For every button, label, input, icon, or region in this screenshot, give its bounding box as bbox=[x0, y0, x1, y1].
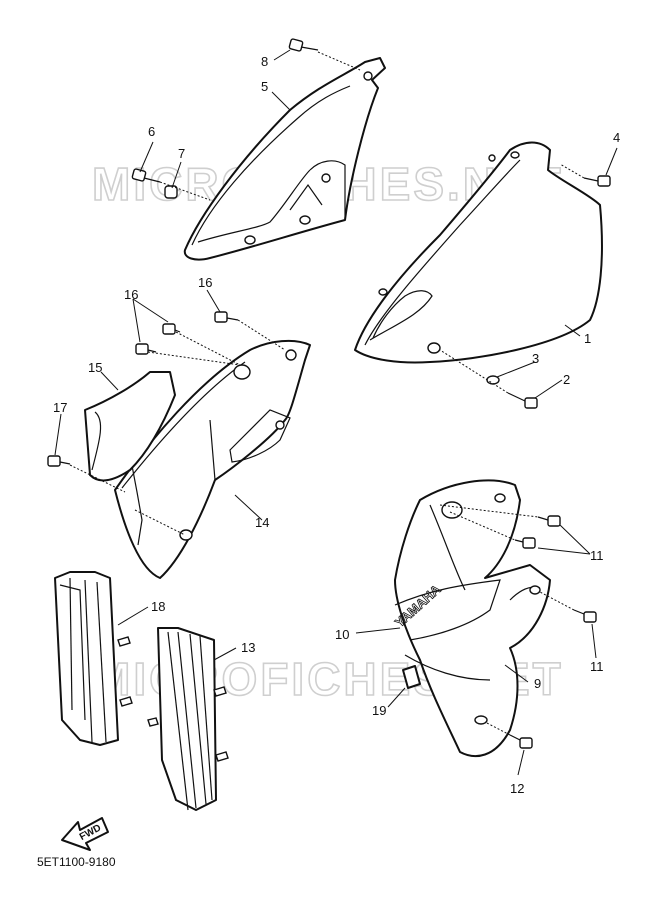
part-14-radiator-shroud-left bbox=[114, 339, 311, 579]
part-16-bolt-a bbox=[162, 323, 181, 335]
callout-1: 1 bbox=[584, 331, 591, 346]
part-16-bolt-c bbox=[214, 311, 239, 323]
part-8-bolt bbox=[288, 38, 319, 52]
callout-16b: 16 bbox=[198, 275, 212, 290]
callout-16a: 16 bbox=[124, 287, 138, 302]
part-5-side-cover-left bbox=[183, 57, 386, 261]
callout-2: 2 bbox=[563, 372, 570, 387]
callout-6: 6 bbox=[148, 124, 155, 139]
callout-4: 4 bbox=[613, 130, 620, 145]
part-7-collar bbox=[164, 185, 178, 199]
callout-5: 5 bbox=[261, 79, 268, 94]
part-12-bolt bbox=[509, 734, 533, 749]
part-1-side-cover-right bbox=[354, 141, 603, 364]
diagram-code: 5ET1100-9180 bbox=[37, 855, 116, 869]
part-17-bolt bbox=[47, 455, 71, 467]
callout-12: 12 bbox=[510, 781, 524, 796]
part-4-bolt bbox=[583, 175, 611, 187]
part-11-bolt-b bbox=[514, 537, 536, 549]
callout-15: 15 bbox=[88, 360, 102, 375]
part-2-bolt bbox=[507, 392, 538, 409]
leader-lines bbox=[54, 49, 618, 776]
callout-13: 13 bbox=[241, 640, 255, 655]
callout-3: 3 bbox=[532, 351, 539, 366]
part-11-bolt-a bbox=[537, 515, 561, 527]
part-15-air-scoop bbox=[84, 371, 176, 482]
callout-19: 19 bbox=[372, 703, 386, 718]
callout-labels: 1 2 3 4 5 6 7 8 9 10 11 11 12 13 14 15 1… bbox=[53, 54, 620, 796]
callout-10: 10 bbox=[335, 627, 349, 642]
part-9-inner-panel bbox=[404, 654, 491, 681]
part-11-bolt-c bbox=[573, 609, 597, 623]
callout-11a: 11 bbox=[590, 548, 604, 563]
part-13-radiator-louver bbox=[147, 627, 229, 811]
part-18-radiator-guard bbox=[54, 571, 133, 746]
callout-9: 9 bbox=[534, 676, 541, 691]
callout-11b: 11 bbox=[590, 659, 604, 674]
callout-8: 8 bbox=[261, 54, 268, 69]
callout-18: 18 bbox=[151, 599, 165, 614]
callout-17: 17 bbox=[53, 400, 67, 415]
part-19-clip bbox=[402, 665, 421, 689]
part-16-bolt-b bbox=[135, 343, 157, 355]
callout-14: 14 bbox=[255, 515, 269, 530]
part-10-radiator-shroud-right: YAMAHA bbox=[392, 479, 551, 758]
callout-7: 7 bbox=[178, 146, 185, 161]
forward-arrow-icon: FWD bbox=[61, 817, 109, 851]
